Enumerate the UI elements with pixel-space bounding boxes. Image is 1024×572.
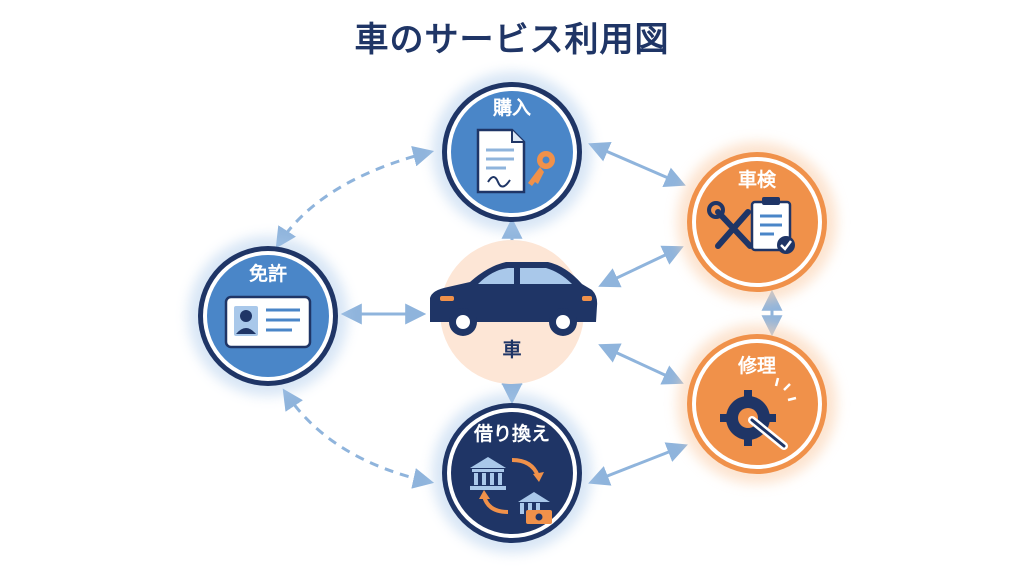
connector-purchase-license — [275, 145, 435, 249]
node-repair: 修理 — [677, 324, 837, 484]
repair-label: 修理 — [737, 354, 776, 377]
connector-center-repair — [598, 343, 684, 385]
node-purchase: 購入 — [432, 72, 592, 232]
gear-wrench-icon — [720, 377, 797, 450]
node-inspection: 車検 — [677, 142, 837, 302]
refinance-label: 借り換え — [473, 422, 550, 445]
bank-cash-icon — [518, 492, 552, 524]
license-label: 免許 — [249, 262, 287, 285]
connectors — [275, 142, 783, 489]
key-icon — [528, 151, 555, 186]
connector-purchase-inspection — [588, 142, 686, 187]
node-license: 免許 — [188, 236, 348, 396]
document-icon — [476, 128, 526, 194]
exchange-arrows-icon — [479, 458, 544, 514]
connector-license-refinance — [282, 388, 435, 489]
page-title: 車のサービス利用図 — [354, 20, 670, 60]
id-card-icon — [224, 295, 312, 349]
connector-center-inspection — [598, 245, 684, 288]
center-label: 車 — [502, 338, 521, 361]
connector-refinance-repair — [588, 442, 688, 486]
inspection-label: 車検 — [738, 168, 777, 191]
node-center: 車 — [430, 240, 598, 384]
car-icon — [430, 262, 598, 336]
tools-icon — [707, 201, 753, 249]
bank-icon — [470, 457, 506, 490]
clipboard-icon — [750, 197, 795, 254]
purchase-label: 購入 — [493, 96, 531, 119]
node-refinance: 借り換え — [432, 393, 592, 553]
